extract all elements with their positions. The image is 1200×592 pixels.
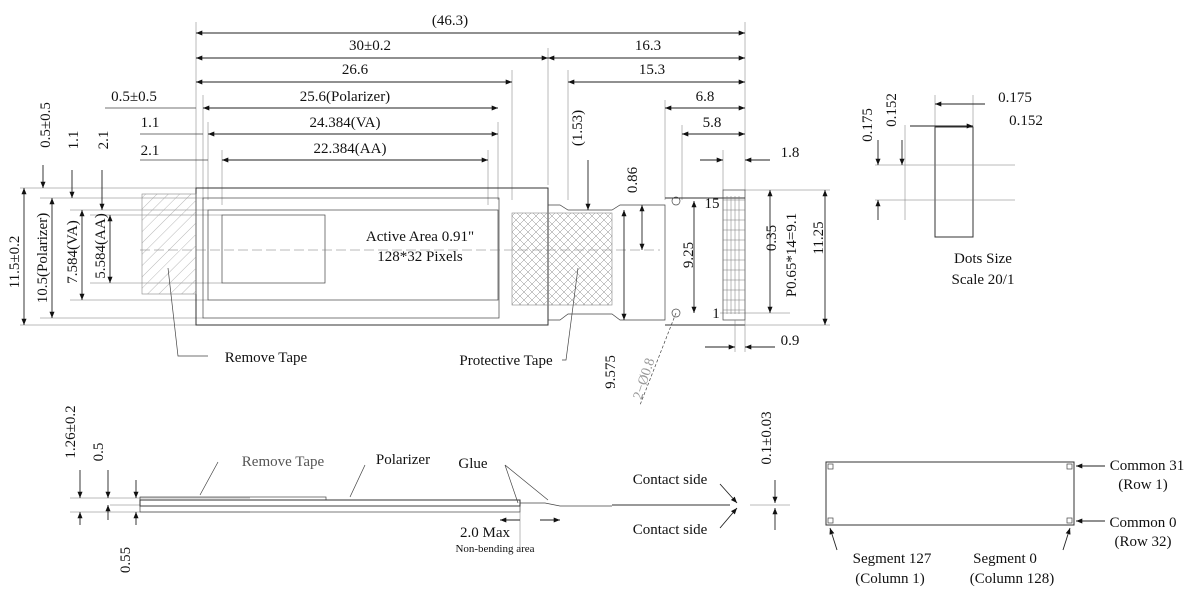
dim-polarizer-height: 10.5(Polarizer) [35, 213, 51, 303]
dim-overall: (46.3) [432, 13, 468, 29]
module-outline [195, 187, 549, 326]
dim-va-width: 24.384(VA) [310, 115, 381, 131]
dim-offset-21: 2.1 [141, 143, 160, 159]
dim-1-8: 1.8 [781, 145, 800, 161]
dim-15-3: 15.3 [639, 62, 665, 78]
row-32: (Row 32) [1114, 534, 1171, 550]
side-polarizer: Polarizer [376, 452, 430, 468]
dim-height: 11.5±0.2 [7, 236, 23, 289]
pixel-map: Common 31 (Row 1) Common 0 (Row 32) Segm… [825, 458, 1185, 587]
dot-width-152: 0.152 [1009, 113, 1043, 129]
pin-1-label: 1 [712, 306, 720, 322]
dots-title: Dots Size [954, 251, 1012, 267]
dim-aa-width: 22.384(AA) [314, 141, 387, 157]
va-outline [207, 209, 499, 301]
dim-9-25: 9.25 [681, 242, 697, 268]
protective-tape-label: Protective Tape [459, 353, 553, 369]
pin-15-label: 15 [705, 196, 720, 212]
segment-0: Segment 0 [973, 551, 1037, 567]
contact-side-top: Contact side [633, 472, 708, 488]
dim-polarizer-width: 25.6(Polarizer) [300, 89, 390, 105]
dim-0-86: 0.86 [625, 166, 641, 193]
dim-va-height: 7.584(VA) [65, 220, 81, 283]
dim-0-35: 0.35 [764, 225, 780, 251]
segment-127: Segment 127 [853, 551, 932, 567]
side-glue: Glue [458, 456, 488, 472]
fpc-connector: 15 1 [671, 189, 746, 322]
extension-lines [20, 22, 830, 326]
dim-pitch: P0.65*14=9.1 [784, 213, 800, 297]
side-remove-tape: Remove Tape [242, 454, 325, 470]
remove-tape-label: Remove Tape [225, 350, 308, 366]
thickness-05: 0.5 [91, 443, 107, 462]
dim-offset-11: 1.1 [141, 115, 160, 131]
dim-width: 30±0.2 [349, 38, 391, 54]
pixels-label: 128*32 Pixels [377, 249, 463, 265]
dim-1-53: (1.53) [570, 110, 586, 146]
aa-outline [221, 214, 326, 284]
vertical-offsets: 0.5±0.5 1.1 2.1 11.5±0.2 10.5(Polarizer)… [7, 102, 113, 325]
dots-size-detail: 0.175 0.152 0.175 0.152 Dots Size Scale … [860, 90, 1043, 288]
non-bending-area: Non-bending area [455, 543, 534, 555]
non-bending-max: 2.0 Max [460, 525, 510, 541]
dim-5-8: 5.8 [703, 115, 722, 131]
dot-height-175: 0.175 [860, 108, 876, 142]
thickness-055: 0.55 [118, 547, 134, 573]
dot-width-175: 0.175 [998, 90, 1032, 106]
horizontal-dimensions [105, 30, 770, 163]
dim-fpc-length: 16.3 [635, 38, 661, 54]
thickness-126: 1.26±0.2 [63, 405, 79, 458]
dim-v-11: 1.1 [66, 131, 82, 150]
dot-height-152: 0.152 [884, 93, 900, 127]
active-area-label: Active Area 0.91" [366, 229, 474, 245]
protective-tape [511, 212, 613, 306]
dim-6-8: 6.8 [696, 89, 715, 105]
dim-26-6: 26.6 [342, 62, 369, 78]
dim-aa-height: 5.584(AA) [93, 213, 109, 278]
dim-offset-05: 0.5±0.5 [111, 89, 157, 105]
dim-0-9: 0.9 [781, 333, 800, 349]
contact-side-bottom: Contact side [633, 522, 708, 538]
dim-9-575: 9.575 [603, 355, 619, 389]
common-0: Common 0 [1109, 515, 1176, 531]
side-view: 1.26±0.2 0.5 0.55 Remove Tape Polarizer … [63, 405, 790, 573]
dim-11-25: 11.25 [811, 221, 827, 254]
column-128: (Column 128) [970, 571, 1055, 587]
front-view: (46.3) 30±0.2 16.3 26.6 15.3 25.6(Polari… [7, 13, 830, 406]
dim-hole-dia: 2−Ø0.8 [631, 356, 658, 401]
row-1: (Row 1) [1118, 477, 1168, 493]
thickness-01: 0.1±0.03 [759, 411, 775, 464]
column-1: (Column 1) [855, 571, 925, 587]
polarizer-outline [202, 197, 500, 319]
dim-v-05: 0.5±0.5 [38, 102, 54, 148]
dots-scale: Scale 20/1 [952, 272, 1015, 288]
common-31: Common 31 [1110, 458, 1185, 474]
dim-v-21: 2.1 [96, 131, 112, 150]
